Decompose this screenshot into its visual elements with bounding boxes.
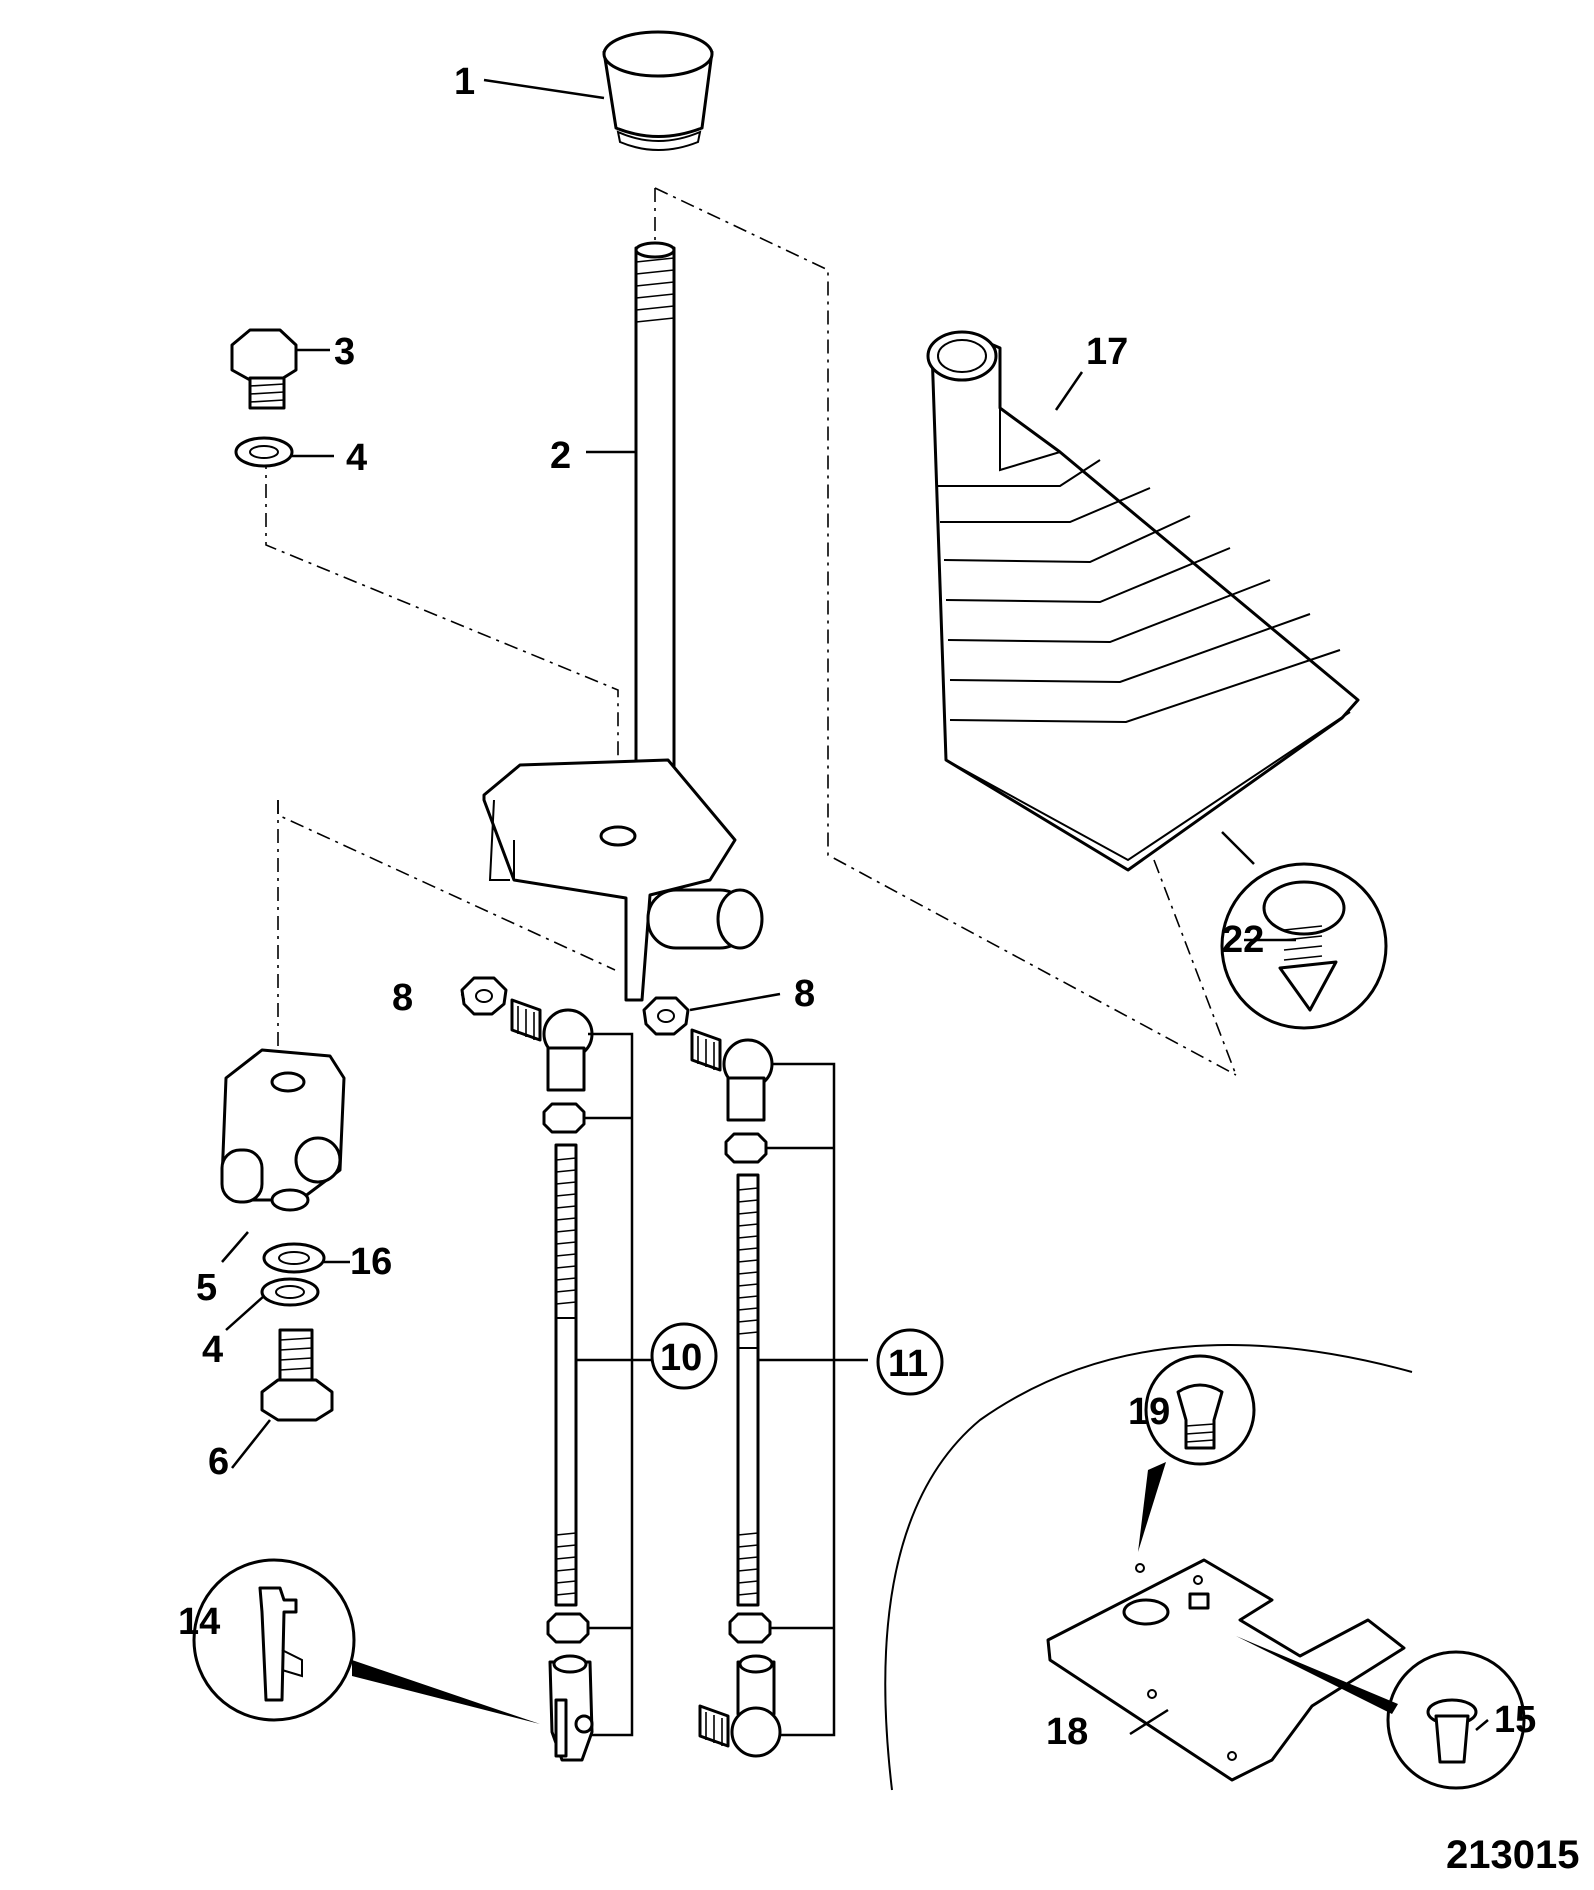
callout-6: 6 [208,1441,229,1483]
detail-circle-14 [192,1558,540,1724]
washer-part-16 [262,1242,326,1274]
control-rod-part-11 [690,1028,782,1758]
callouts: 1 3 4 2 17 8 8 22 16 5 4 6 10 11 14 19 1… [178,61,1536,1753]
universal-joint-part [220,1048,346,1212]
gaiter-boot-part [926,330,1360,872]
callout-8-left: 8 [392,977,413,1019]
callout-3: 3 [334,331,355,373]
callout-11-circle [876,1328,944,1396]
callout-19: 19 [1128,1391,1170,1433]
leader-lines [221,78,1489,1737]
callout-4-top: 4 [346,437,367,479]
callout-10-circle [650,1322,718,1390]
callout-18: 18 [1046,1711,1088,1753]
nut-part-right [642,996,690,1036]
callout-2: 2 [550,435,571,477]
detail-arc-plate [884,1344,1526,1791]
knob-part [602,30,714,151]
washer-part-bottom [260,1277,320,1307]
gear-lever-part [482,241,764,1002]
nut-part-left [460,976,508,1016]
callout-5: 5 [196,1267,217,1309]
control-rod-part-10 [510,998,594,1762]
callout-17: 17 [1086,331,1128,373]
bolt-part-bottom [260,1328,334,1422]
washer-part-top [234,436,294,468]
callout-22: 22 [1222,919,1264,961]
callout-15: 15 [1494,1699,1536,1741]
detail-circle-22 [1220,831,1388,1030]
callout-16: 16 [350,1241,392,1283]
callout-1: 1 [454,61,475,103]
drawing-number: 213015 [1446,1833,1579,1877]
callout-10: 10 [660,1337,702,1379]
callout-14: 14 [178,1601,220,1643]
callout-11: 11 [888,1343,928,1385]
callout-4-bottom: 4 [202,1329,223,1371]
assembly-centerlines [265,187,1237,1076]
callout-8-right: 8 [794,973,815,1015]
bolt-part [230,328,298,410]
